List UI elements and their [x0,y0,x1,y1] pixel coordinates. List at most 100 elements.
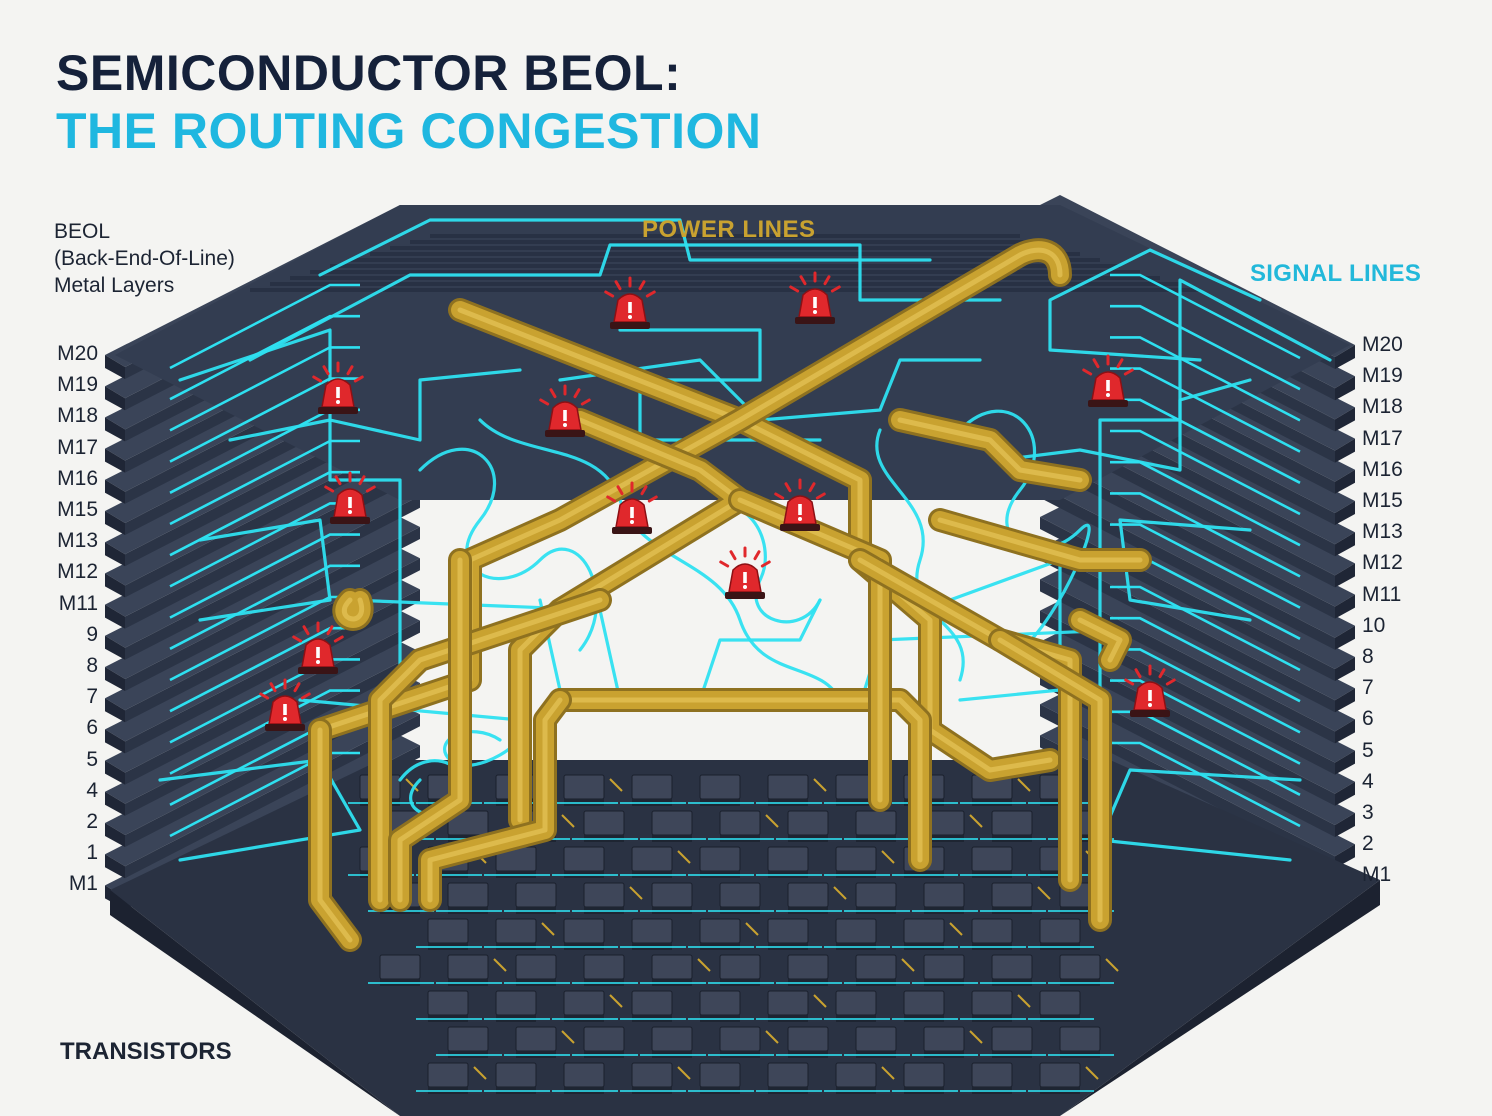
transistor-block [427,990,469,1016]
transistor-block [719,882,761,908]
left-layer-label: 2 [86,810,98,833]
signal-line [158,758,362,862]
transistor-block [923,1026,965,1052]
power-lines-label: POWER LINES [642,216,816,243]
transistor-block [447,954,489,980]
transistor-block [515,954,557,980]
metal-layer-slab-edge [105,511,125,535]
transistor-block [787,810,829,836]
transistor-block [971,1062,1013,1088]
right-layer-label: 6 [1362,707,1374,731]
transistor-block [1039,990,1081,1016]
left-layer-label: 7 [86,685,98,709]
signal-line [1110,304,1301,391]
floor-power-trace [1037,886,1051,900]
transistor-block [447,1026,489,1052]
transistor-block [651,810,693,836]
transistor-block [631,846,673,872]
transistor-block [835,990,877,1016]
signal-line [169,689,360,775]
transistor-block [495,1062,537,1088]
congestion-alarms [259,271,1176,731]
metal-layer-slab-top [1040,538,1355,701]
right-layer-label: 10 [1362,613,1386,637]
warning-beacon-icon [789,271,841,324]
title-line-2: THE ROUTING CONGESTION [56,103,762,159]
metal-layer-slab-side [1040,704,1335,869]
transistor-block [971,918,1013,944]
transistor-block [971,990,1013,1016]
transistor-block [631,1062,673,1088]
power-line-highlight [377,597,603,903]
transistor-block [631,774,673,800]
right-layer-label: M20 [1362,333,1403,356]
floor-power-trace [765,814,779,828]
beol-label-line-3: Metal Layers [54,274,175,297]
power-line-highlight [397,557,463,903]
floor-power-trace [969,814,983,828]
left-layer-label: M12 [57,560,98,584]
transistor-block [699,990,741,1016]
signal-line [875,428,965,682]
right-layer-label: M19 [1362,364,1403,388]
power-line-highlight [517,417,743,823]
transistor-block [583,810,625,836]
metal-layer-slab-top [105,548,420,711]
transistor-block [563,990,605,1016]
signal-line [1110,429,1301,516]
right-layer-label: 4 [1362,769,1374,793]
power-line-highlight [341,597,365,622]
transistor-block [923,954,965,980]
transistor-block [855,810,897,836]
transistor-block [767,918,809,944]
left-layer-label: M16 [57,466,98,490]
metal-layer-slab-edge [1335,407,1355,432]
right-layer-label: M15 [1362,489,1403,512]
signal-line [178,328,402,702]
signal-line [318,218,932,277]
right-layer-label: 7 [1362,676,1374,700]
transistor-block [651,954,693,980]
metal-layer-slab-edge [105,386,125,411]
transistor-block [1039,1062,1081,1088]
metal-layer-slab-edge [1335,781,1355,806]
warning-beacon-icon [259,678,311,731]
floor-power-trace [901,958,915,972]
transistor-block [903,990,945,1016]
transistor-block [631,918,673,944]
warning-beacon-icon [312,361,364,414]
left-layer-label: M11 [58,591,98,615]
transistor-block [971,846,1013,872]
signal-line [169,314,360,401]
transistor-block [583,1026,625,1052]
metal-layer-slab-edge [105,448,125,473]
transistor-block [787,1026,829,1052]
signal-line [169,283,360,370]
signal-line [169,564,360,650]
metal-layer-slab-edge [1335,594,1355,619]
right-layer-label: 3 [1362,801,1374,824]
floor-power-trace [561,1030,575,1044]
metal-layer-slab-top [105,704,420,867]
transistor-block [563,1062,605,1088]
signal-line [1048,248,1262,362]
left-layer-label: M15 [57,498,98,521]
metal-layer-slab-top [1040,631,1355,794]
transistor-block [447,882,489,908]
transistor-block [563,774,605,800]
metal-layer-slab-top [1040,475,1355,638]
transistor-block [515,1026,557,1052]
transistor-block [835,846,877,872]
transistor-block [719,1026,761,1052]
transistors-label: TRANSISTORS [60,1038,232,1065]
metal-layer-slab-side [125,589,420,754]
right-layer-label: M17 [1362,426,1403,450]
metal-layer-slab-top [105,641,420,804]
metal-layer-slab-top [1040,569,1355,732]
transistor-block [855,1026,897,1052]
metal-layer-slab-edge [1335,625,1355,650]
floor-power-trace [745,922,759,936]
floor-power-trace [765,1030,779,1044]
beol-label: BEOL (Back-End-Of-Line) Metal Layers [54,218,235,299]
transistor-block [583,882,625,908]
